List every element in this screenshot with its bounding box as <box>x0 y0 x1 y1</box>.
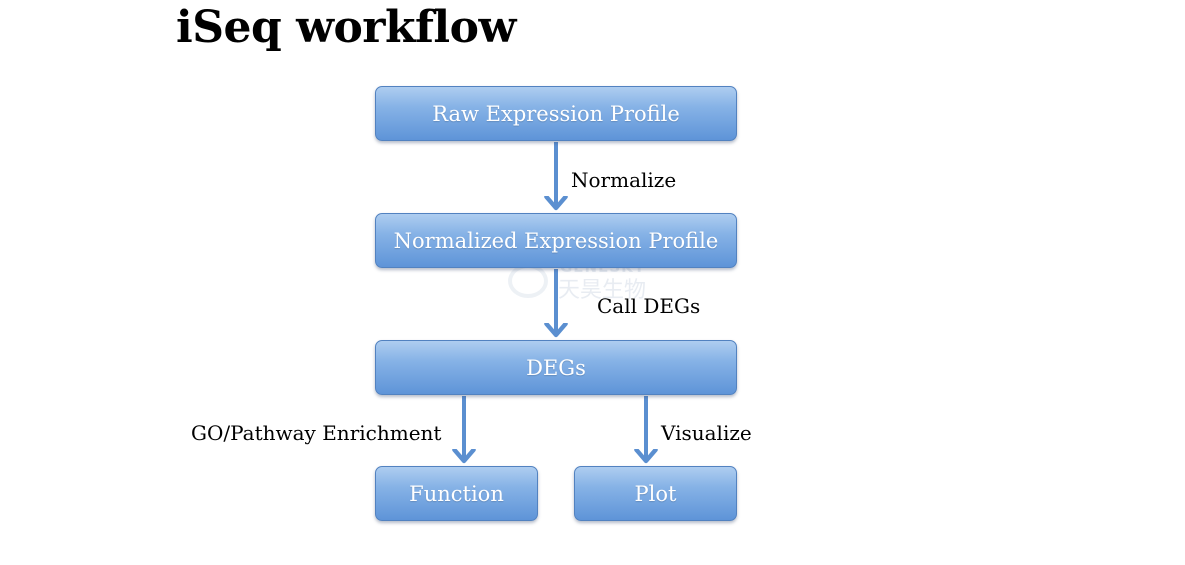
node-function: Function <box>375 466 538 521</box>
edge-label-normalize: Normalize <box>571 168 677 192</box>
node-plot: Plot <box>574 466 737 521</box>
node-raw-expression-profile: Raw Expression Profile <box>375 86 737 141</box>
node-degs: DEGs <box>375 340 737 395</box>
page-title: iSeq workflow <box>176 2 516 53</box>
edge-label-visualize: Visualize <box>661 421 752 445</box>
edge-label-enrichment: GO/Pathway Enrichment <box>191 421 442 445</box>
node-normalized-expression-profile: Normalized Expression Profile <box>375 213 737 268</box>
edge-label-call-degs: Call DEGs <box>597 294 701 318</box>
